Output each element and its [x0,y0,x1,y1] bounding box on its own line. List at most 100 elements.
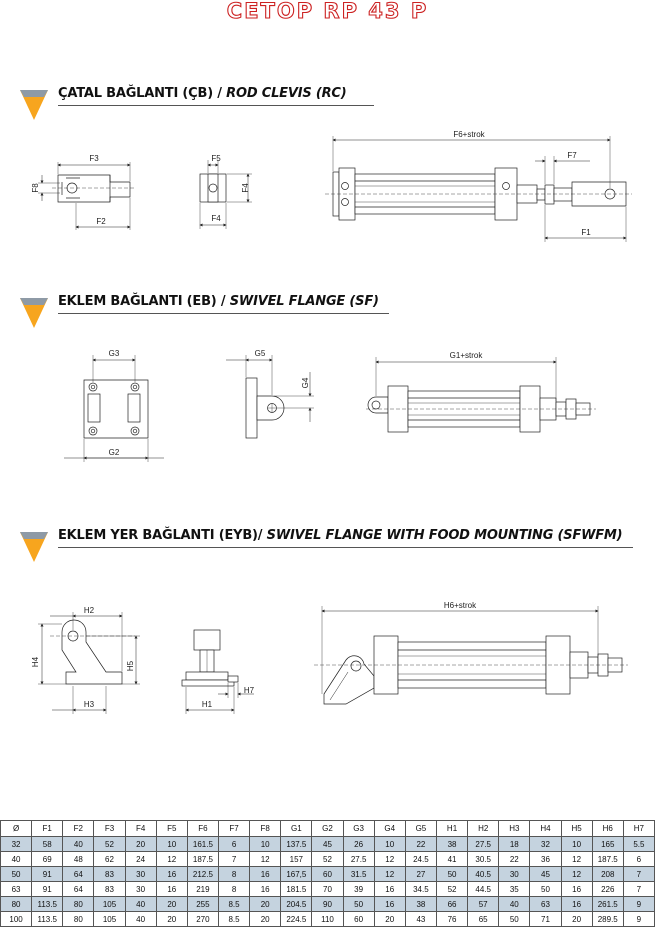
table-cell: 12 [373,866,406,882]
table-cell: 36 [529,851,562,867]
column-header: G4 [373,820,406,837]
table-cell: 38 [404,896,437,912]
table-cell: 165 [591,836,624,852]
table-cell: 35 [498,881,531,897]
column-header: G2 [311,820,344,837]
page-title: CETOP RP 43 P [226,0,429,23]
table-cell: 212.5 [186,866,219,882]
table-cell: 50 [529,881,562,897]
section-title-tr: ÇATAL BAĞLANTI (ÇB) [58,86,213,101]
table-cell: 12 [373,851,406,867]
table-cell: 60 [311,866,344,882]
table-cell: 105 [93,896,126,912]
table-cell: 38 [435,836,469,852]
table-cell: 30.5 [467,851,500,867]
table-cell: 27.5 [342,851,375,867]
dim-label-f4: F4 [211,214,221,223]
table-cell: 6 [622,851,655,867]
cylinder-with-clevis-drawing [325,136,632,242]
table-cell: 80 [62,896,95,912]
column-header: H7 [622,820,655,837]
table-cell: 26 [342,836,375,852]
table-cell: 137.5 [280,836,313,852]
table-cell: 105 [93,911,126,927]
cylinder-with-foot-mount-drawing [314,606,628,705]
column-header: G1 [280,820,313,837]
table-cell: 9 [622,911,655,927]
column-header: F2 [62,820,95,837]
dim-label-g2: G2 [109,448,120,457]
table-cell: 16 [249,881,282,897]
table-cell: 8.5 [217,911,251,927]
table-cell: 32 [0,836,33,852]
table-cell: 167,5 [280,866,313,882]
dim-label-h1: H1 [202,700,213,709]
table-cell: 64 [62,881,95,897]
table-cell: 83 [93,881,126,897]
table-cell: 10 [249,836,282,852]
table-cell: 40 [0,851,33,867]
table-cell: 16 [560,896,593,912]
dim-label-g4: G4 [301,377,310,388]
table-cell: 8 [217,866,251,882]
dim-label-f4-vertical: F4 [241,183,250,193]
table-cell: 12 [560,851,593,867]
table-cell: 64 [62,866,95,882]
table-cell: 9 [622,896,655,912]
table-cell: 45 [311,836,344,852]
table-cell: 50 [498,911,531,927]
table-cell: 12 [560,866,593,882]
table-cell: 60 [342,911,375,927]
column-header: F3 [93,820,126,837]
table-cell: 289.5 [591,911,624,927]
section-title-en: SWIVEL FLANGE WITH FOOD MOUNTING (SFWFM) [266,528,623,543]
table-cell: 6 [217,836,251,852]
table-cell: 157 [280,851,313,867]
table-cell: 30 [498,866,531,882]
table-cell: 20 [560,911,593,927]
table-cell: 20 [155,911,188,927]
table-cell: 48 [62,851,95,867]
table-cell: 50 [0,866,33,882]
section-title-en: ROD CLEVIS (RC) [226,86,347,101]
table-cell: 40.5 [467,866,500,882]
table-cell: 161.5 [186,836,219,852]
table-cell: 16 [560,881,593,897]
table-cell: 261.5 [591,896,624,912]
table-cell: 34.5 [404,881,437,897]
table-cell: 40 [124,911,157,927]
column-header: H3 [498,820,531,837]
table-cell: 16 [155,866,188,882]
table-cell: 63 [529,896,562,912]
column-header: H6 [591,820,624,837]
table-cell: 31.5 [342,866,375,882]
table-cell: 52 [435,881,469,897]
table-cell: 10 [155,836,188,852]
dim-label-g1: G1+strok [450,351,484,360]
section-title-tr: EKLEM YER BAĞLANTI (EYB) [58,528,258,543]
table-cell: 24 [124,851,157,867]
table-cell: 20 [249,911,282,927]
dim-label-f1: F1 [581,228,591,237]
dim-label-f7: F7 [567,151,577,160]
table-cell: 27.5 [467,836,500,852]
table-cell: 181.5 [280,881,313,897]
table-cell: 8.5 [217,896,251,912]
table-cell: 80 [62,911,95,927]
table-cell: 65 [467,911,500,927]
table-cell: 58 [31,836,64,852]
table-cell: 226 [591,881,624,897]
flange-front-drawing [64,355,164,462]
section-title-en: SWIVEL FLANGE (SF) [229,294,379,309]
column-header: G5 [404,820,437,837]
table-cell: 8 [217,881,251,897]
table-cell: 76 [435,911,469,927]
table-cell: 70 [311,881,344,897]
table-cell: 45 [529,866,562,882]
